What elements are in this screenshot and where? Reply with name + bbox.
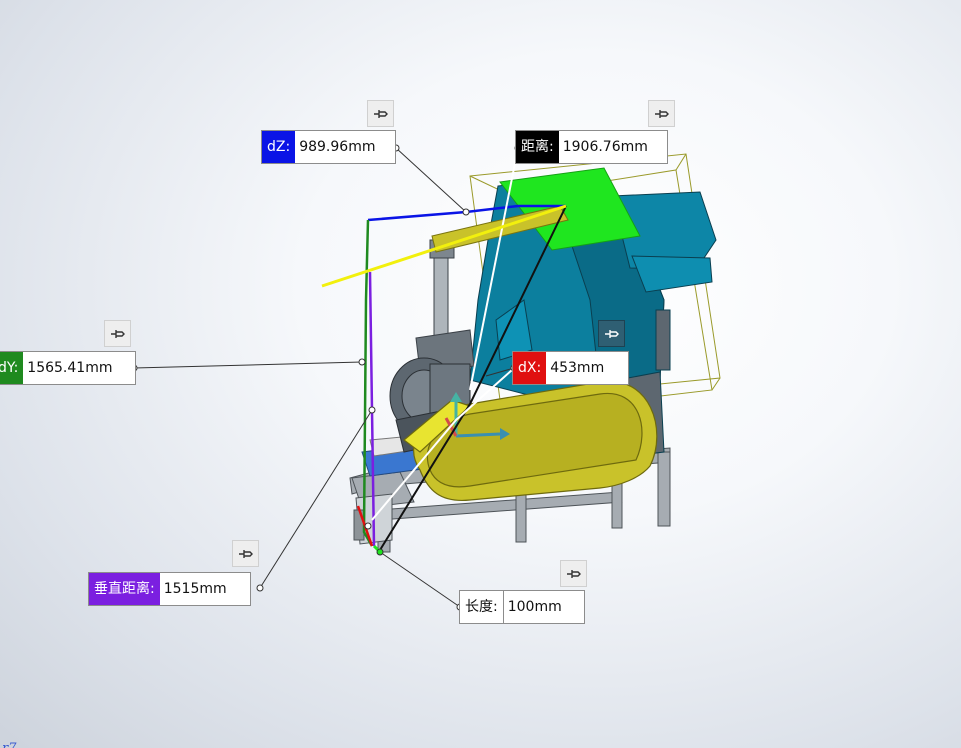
coordinate-triad-icon[interactable] xyxy=(444,392,510,440)
distance-pin-button[interactable] xyxy=(648,100,675,127)
vertical-distance-callout[interactable]: 垂直距离: 1515mm xyxy=(88,572,251,606)
dx-pin-button[interactable] xyxy=(598,320,625,347)
dy-path xyxy=(362,219,374,547)
dy-value: 1565.41mm xyxy=(27,360,113,376)
vertical-distance-label: 垂直距离: xyxy=(89,573,160,605)
dz-label: dZ: xyxy=(262,131,296,163)
yellow-reference-line xyxy=(321,204,567,288)
measurement-lines xyxy=(321,147,567,554)
pushpin-icon xyxy=(654,109,669,118)
distance-path xyxy=(379,205,567,551)
distance-callout[interactable]: 距离: 1906.76mm xyxy=(515,130,668,164)
vertical-distance-pin-button[interactable] xyxy=(232,540,259,567)
dx-value: 453mm xyxy=(550,360,605,376)
dx-callout[interactable]: dX: 453mm xyxy=(512,351,630,385)
white-leader xyxy=(371,369,513,521)
dx-label: dX: xyxy=(513,352,547,384)
length-label: 长度: xyxy=(460,591,504,623)
distance-leader xyxy=(469,147,519,391)
belt-guard xyxy=(403,380,658,502)
pushpin-icon xyxy=(566,569,581,578)
dy-callout[interactable]: dY: 1565.41mm xyxy=(0,351,137,385)
pushpin-icon xyxy=(238,549,253,558)
length-value: 100mm xyxy=(507,599,562,615)
crusher-model[interactable] xyxy=(349,153,721,553)
distance-value: 1906.76mm xyxy=(562,139,648,155)
dz-path xyxy=(367,204,566,222)
vertical-distance-value: 1515mm xyxy=(163,581,227,597)
dy-label: dY: xyxy=(0,352,24,384)
pushpin-icon xyxy=(373,109,388,118)
corner-text: r7 xyxy=(2,741,17,748)
length-pin-button[interactable] xyxy=(560,560,587,587)
dz-value: 989.96mm xyxy=(299,139,376,155)
dy-pin-button[interactable] xyxy=(104,320,131,347)
distance-label: 距离: xyxy=(516,131,559,163)
pushpin-icon xyxy=(110,329,125,338)
dz-pin-button[interactable] xyxy=(367,100,394,127)
pushpin-icon xyxy=(604,329,619,338)
length-callout[interactable]: 长度: 100mm xyxy=(459,590,585,624)
dz-callout[interactable]: dZ: 989.96mm xyxy=(261,130,397,164)
